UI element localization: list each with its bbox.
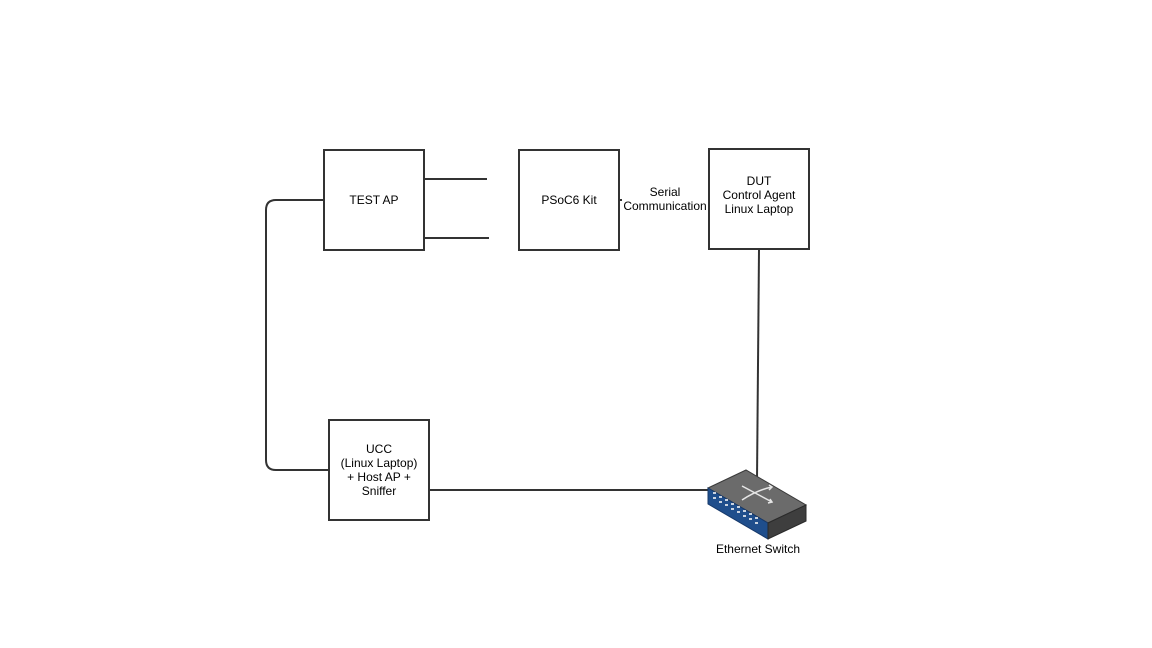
switch-arrows xyxy=(741,484,774,504)
ethernet-switch-icon xyxy=(706,469,808,540)
psoc6-kit-box: PSoC6 Kit xyxy=(518,149,620,251)
ucc-box: UCC (Linux Laptop) + Host AP + Sniffer xyxy=(328,419,430,521)
test-ap-ucc-link xyxy=(265,199,328,471)
serial-communication-label: Serial Communication xyxy=(622,185,708,213)
dut-switch-link xyxy=(756,249,760,481)
dut-box: DUT Control Agent Linux Laptop xyxy=(708,148,810,250)
test-ap-box: TEST AP xyxy=(323,149,425,251)
test-ap-label: TEST AP xyxy=(349,193,399,207)
ucc-label: UCC (Linux Laptop) + Host AP + Sniffer xyxy=(340,442,418,498)
psoc6-kit-label: PSoC6 Kit xyxy=(541,193,597,207)
ethernet-switch-label: Ethernet Switch xyxy=(698,542,818,556)
switch-ports xyxy=(713,492,758,524)
switch-side-face xyxy=(767,504,807,540)
dut-label: DUT Control Agent Linux Laptop xyxy=(722,174,796,216)
